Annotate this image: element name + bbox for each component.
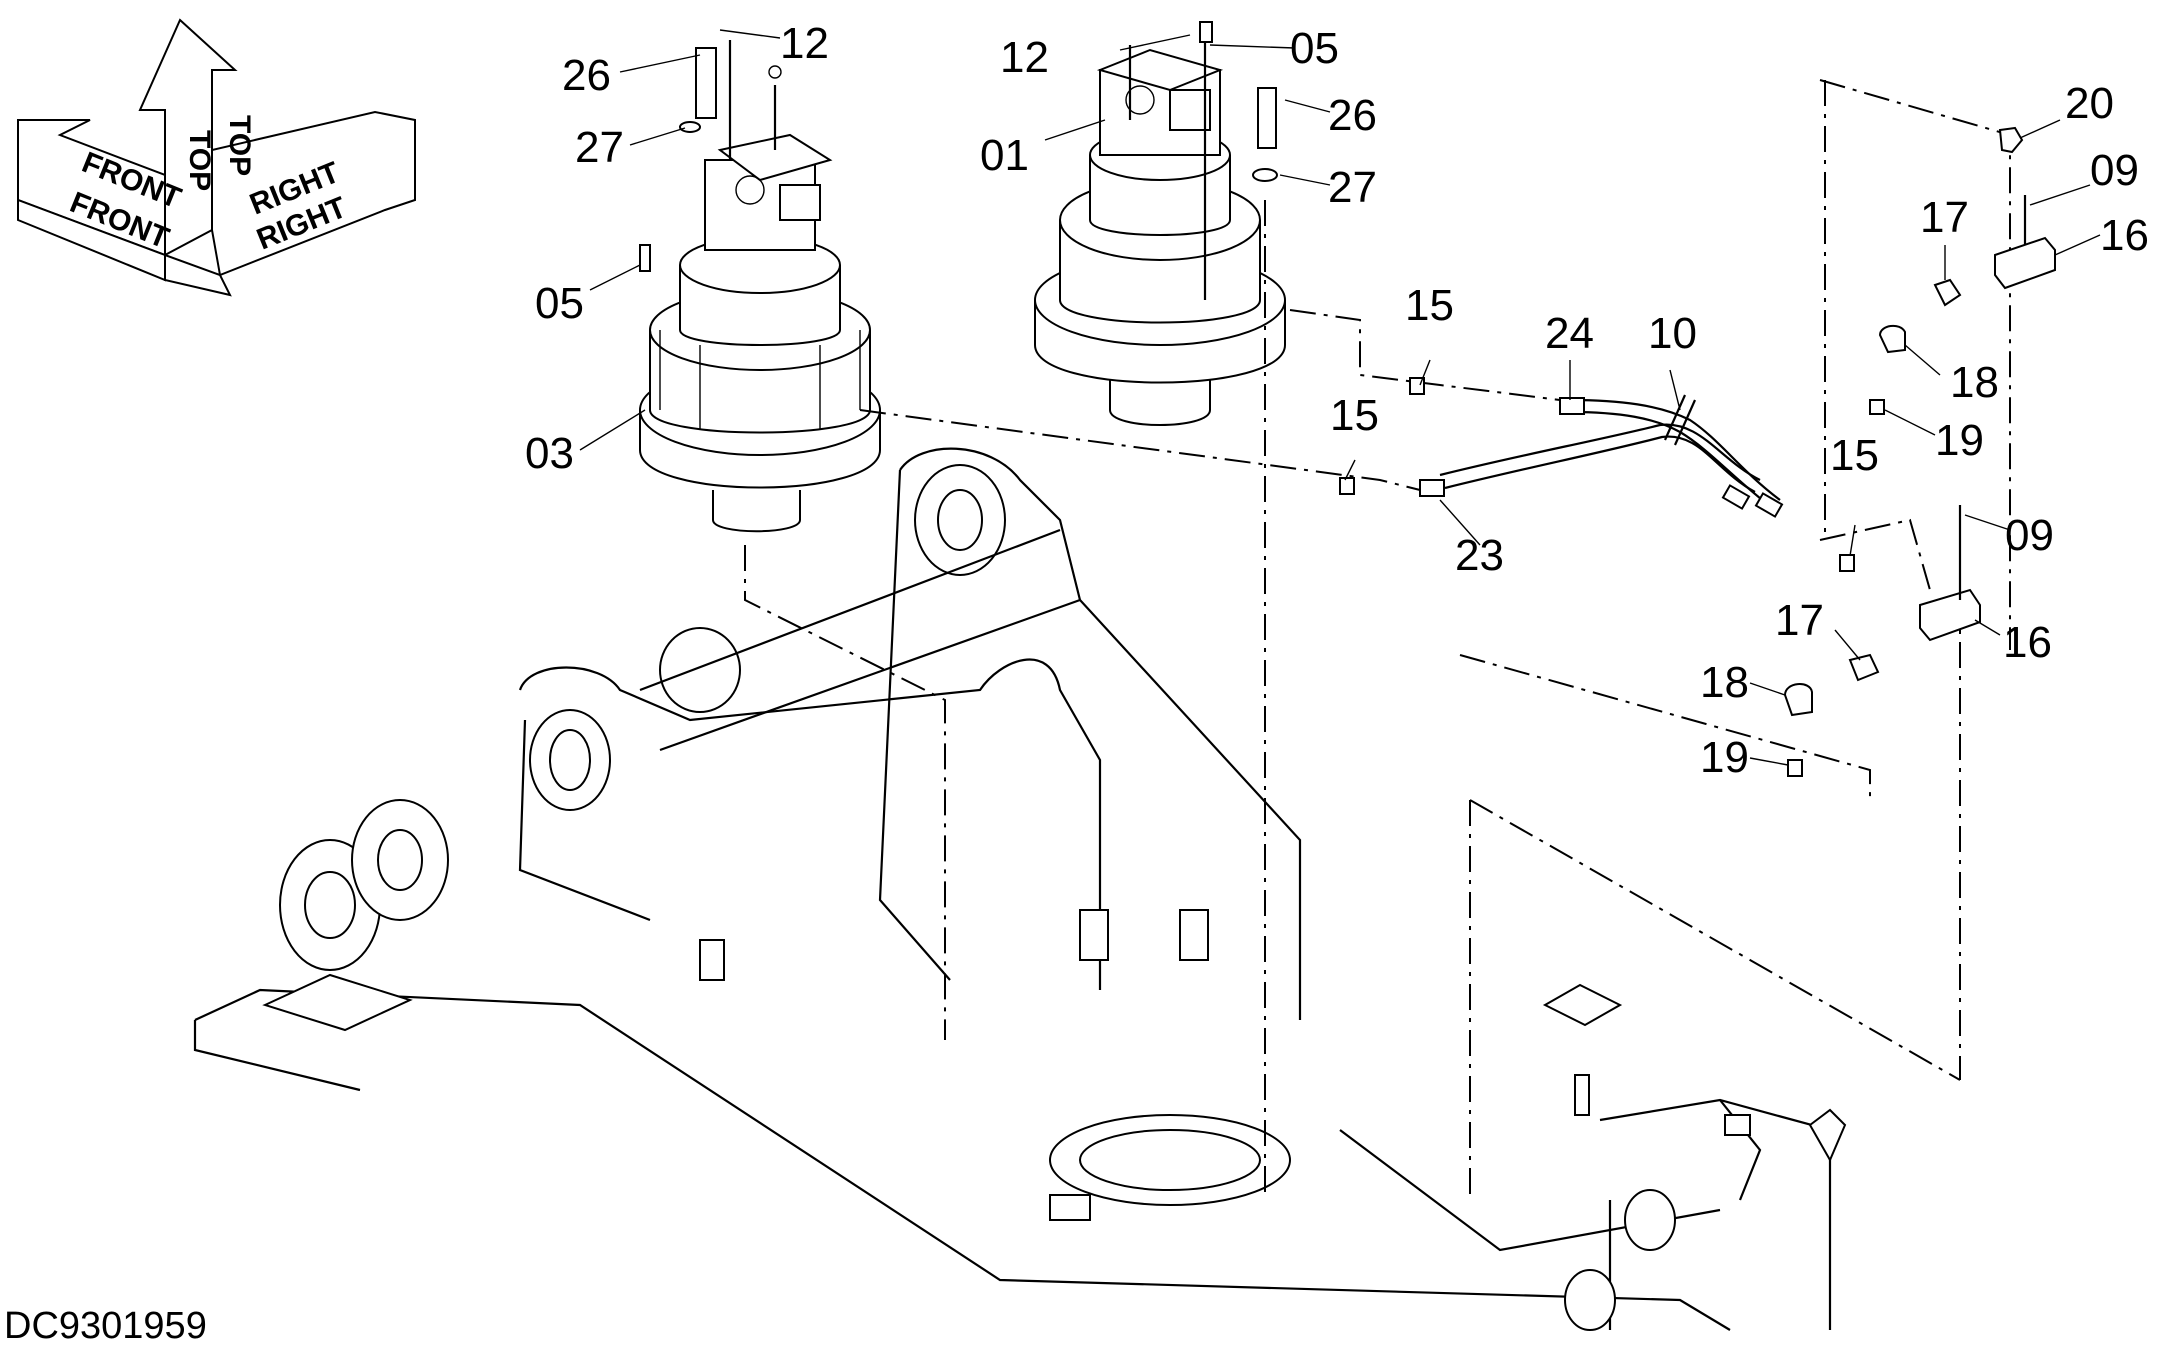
callout-19b: 19 <box>1700 733 1749 782</box>
callout-27a: 27 <box>575 123 624 172</box>
callout-19a: 19 <box>1935 416 1984 465</box>
leader-lines <box>579 29 2101 766</box>
callout-12a: 12 <box>780 19 829 68</box>
callout-17a: 17 <box>1920 193 1969 242</box>
callout-09a: 09 <box>2090 146 2139 195</box>
callout-12b: 12 <box>1000 33 1049 82</box>
callout-05b: 05 <box>1290 24 1339 73</box>
callout-10: 10 <box>1648 309 1697 358</box>
callout-09b: 09 <box>2005 511 2054 560</box>
callout-20: 20 <box>2065 79 2114 128</box>
swing-motor-left <box>639 40 881 533</box>
orientation-indicator: FRONT FRONT TOP TOP RIGHT RIGHT <box>17 18 416 297</box>
callout-26a: 26 <box>562 51 611 100</box>
callout-15a: 15 <box>1405 281 1454 330</box>
fittings <box>1339 126 2056 777</box>
drawing-reference: DC9301959 <box>4 1305 207 1345</box>
callout-18a: 18 <box>1950 358 1999 407</box>
callout-24: 24 <box>1545 309 1594 358</box>
hose-assembly <box>1419 394 1784 518</box>
callout-01: 01 <box>980 131 1029 180</box>
callout-labels: 12 26 27 05 03 12 05 26 27 01 15 15 24 1… <box>525 19 2149 782</box>
top-label-shadow: TOP <box>223 115 256 176</box>
callout-23: 23 <box>1455 531 1504 580</box>
callout-05a: 05 <box>535 279 584 328</box>
top-label: TOP <box>183 130 216 191</box>
callout-16a: 16 <box>2100 211 2149 260</box>
callout-15b: 15 <box>1330 391 1379 440</box>
callout-17b: 17 <box>1775 596 1824 645</box>
callout-16b: 16 <box>2003 618 2052 667</box>
upper-frame <box>193 447 1847 1331</box>
callout-27b: 27 <box>1328 163 1377 212</box>
callout-15c: 15 <box>1830 431 1879 480</box>
swing-motor-right <box>1034 21 1286 426</box>
callout-18b: 18 <box>1700 658 1749 707</box>
callout-26b: 26 <box>1328 91 1377 140</box>
callout-03: 03 <box>525 429 574 478</box>
